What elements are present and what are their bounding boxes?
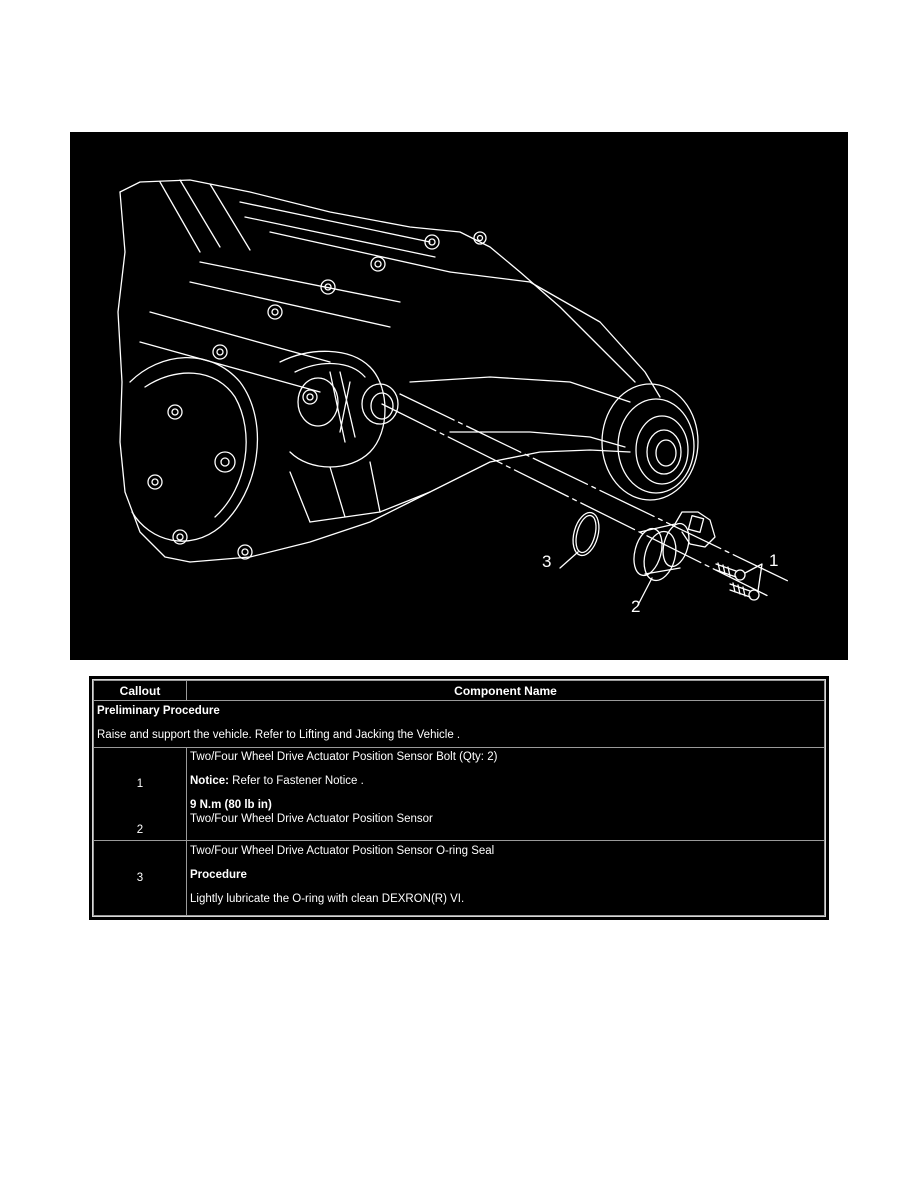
callout-number-2: 2 xyxy=(136,824,144,836)
callout-cell-1-2: 1 2 xyxy=(93,747,187,841)
component-table-frame: Callout Component Name Preliminary Proce… xyxy=(89,676,829,920)
header-callout: Callout xyxy=(93,680,187,701)
preliminary-text: Raise and support the vehicle. Refer to … xyxy=(97,729,461,741)
notice-label: Notice: xyxy=(190,775,229,787)
header-component-name: Component Name xyxy=(186,680,825,701)
transfer-case-illustration: 1 2 3 xyxy=(70,132,848,660)
component-table: Callout Component Name Preliminary Proce… xyxy=(93,680,825,916)
notice-line: Notice: Refer to Fastener Notice . xyxy=(190,774,821,788)
procedure-text: Lightly lubricate the O-ring with clean … xyxy=(190,893,465,905)
component-cell-1-2: Two/Four Wheel Drive Actuator Position S… xyxy=(186,747,825,841)
notice-text: Refer to Fastener Notice . xyxy=(228,775,364,787)
procedure-label: Procedure xyxy=(190,869,247,881)
component-name-2: Two/Four Wheel Drive Actuator Position S… xyxy=(190,813,433,825)
component-cell-3: Two/Four Wheel Drive Actuator Position S… xyxy=(186,840,825,916)
transfer-case-line-drawing xyxy=(117,179,791,606)
preliminary-title: Preliminary Procedure xyxy=(97,705,220,717)
torque-spec: 9 N.m (80 lb in) xyxy=(190,799,272,811)
component-name-3: Two/Four Wheel Drive Actuator Position S… xyxy=(190,845,495,857)
callout-label-2: 2 xyxy=(631,597,641,616)
callout-cell-3: 3 xyxy=(93,840,187,916)
callout-number-1: 1 xyxy=(136,778,144,790)
callout-label-1: 1 xyxy=(769,551,779,570)
table-row: 1 2 Two/Four Wheel Drive Actuator Positi… xyxy=(93,747,825,841)
callout-label-3: 3 xyxy=(542,552,552,571)
preliminary-cell: Preliminary Procedure Raise and support … xyxy=(93,700,825,748)
preliminary-row: Preliminary Procedure Raise and support … xyxy=(93,700,825,748)
component-name-1: Two/Four Wheel Drive Actuator Position S… xyxy=(190,751,498,763)
table-row: 3 Two/Four Wheel Drive Actuator Position… xyxy=(93,840,825,916)
table-header-row: Callout Component Name xyxy=(93,680,825,701)
